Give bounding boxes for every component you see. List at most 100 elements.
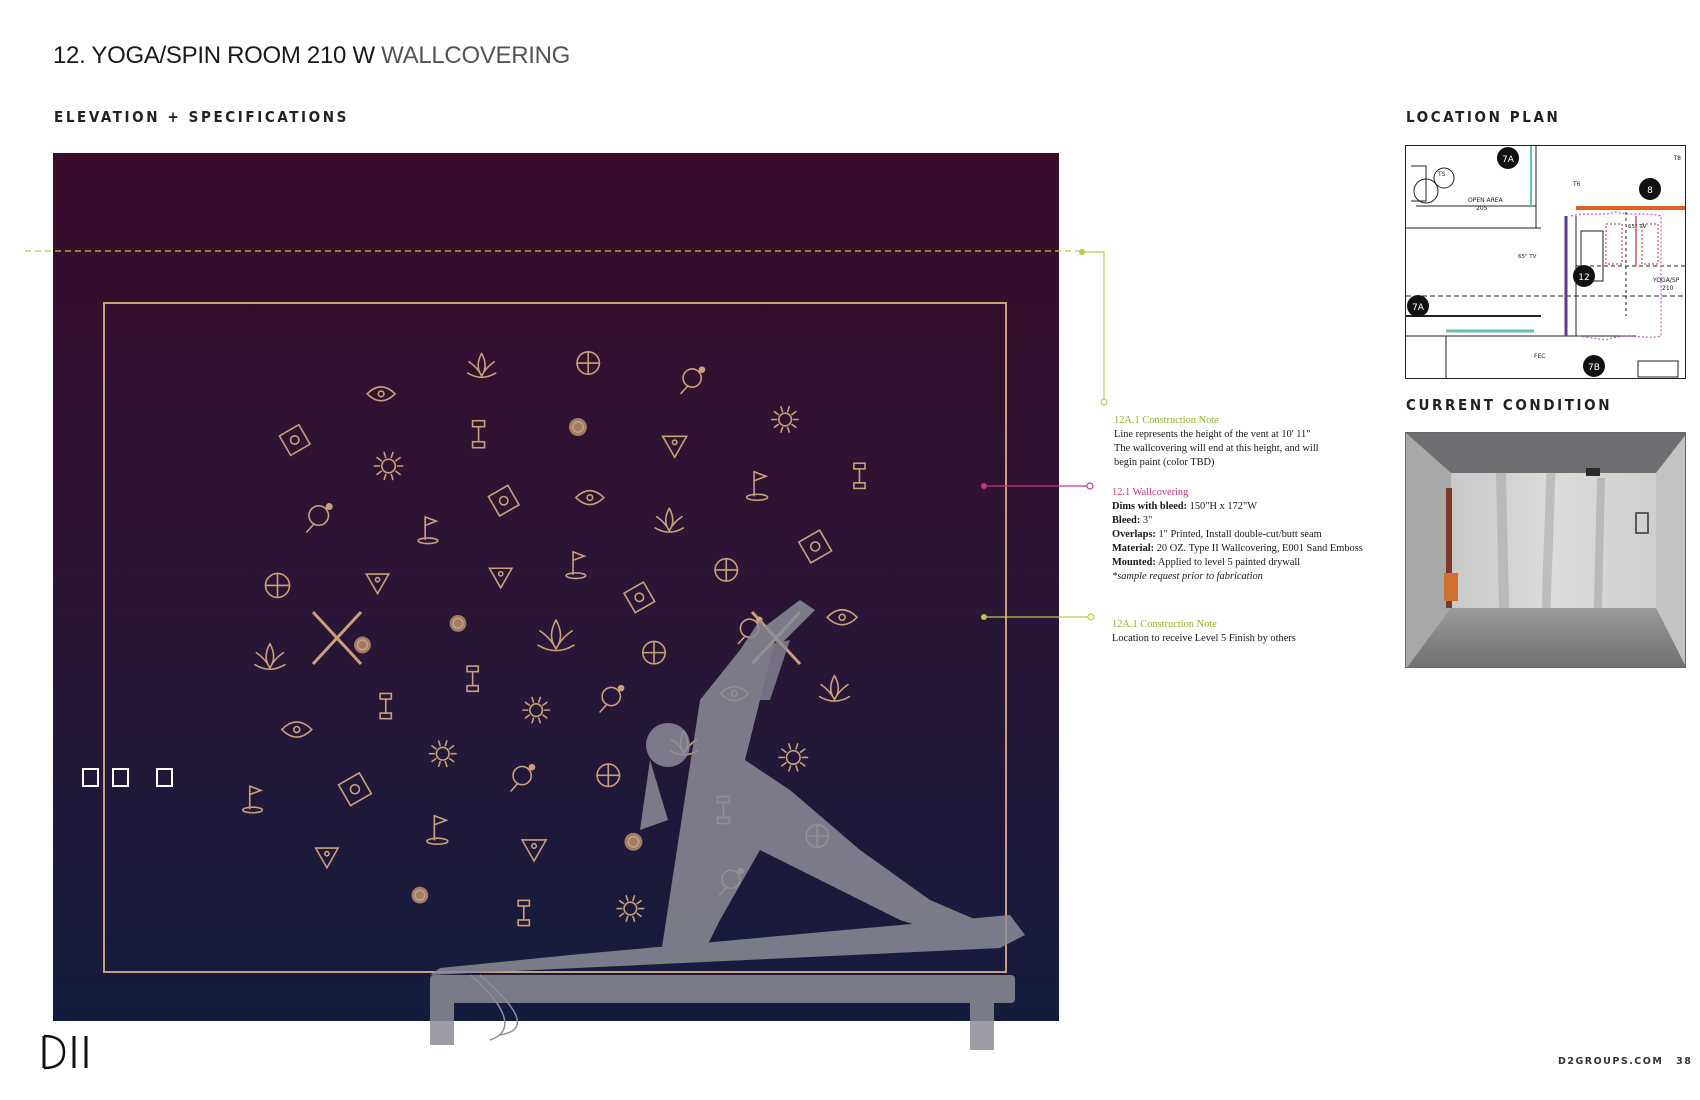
ball-icon <box>264 572 291 599</box>
spec-row: Bleed: 3" <box>1112 514 1363 528</box>
plan-room-outline <box>1570 211 1662 341</box>
coin-icon <box>624 832 643 851</box>
paddle-icon <box>718 867 745 896</box>
room-label: 7A <box>1502 155 1515 165</box>
coin-icon <box>354 636 371 654</box>
floor-plan-drawing: 7A 8 7A 7B 12 OPEN AREA 205 YOGA/SP 210 … <box>1406 146 1685 378</box>
room-marker-7b <box>1583 355 1605 377</box>
plan-label-fec: FEC <box>1534 353 1545 360</box>
sun-icon <box>778 743 809 772</box>
page-title-sub: WALLCOVERING <box>381 42 571 69</box>
sun-icon <box>522 696 551 724</box>
page-number: 38 <box>1676 1056 1693 1067</box>
plan-label-open-area-num: 205 <box>1476 205 1488 212</box>
note-line: The wallcovering will end at this height… <box>1114 443 1319 454</box>
note-line: Line represents the height of the vent a… <box>1114 429 1311 440</box>
ball-icon <box>714 557 739 582</box>
sun-icon <box>616 895 645 922</box>
elevation-heading: ELEVATION + SPECIFICATIONS <box>54 108 349 126</box>
paddle-icon <box>510 763 536 792</box>
page-title: 12. YOGA/SPIN ROOM 210 W WALLCOVERING <box>53 42 570 70</box>
dumbbell-icon <box>379 692 393 720</box>
current-condition-heading: CURRENT CONDITION <box>1406 396 1613 414</box>
spec-value: 1" Printed, Install double-cut/butt seam <box>1155 529 1322 540</box>
lotus-icon <box>254 642 286 671</box>
d2-logo: D2 <box>42 1034 88 1070</box>
note-title: 12.1 Wallcovering <box>1112 487 1189 498</box>
crossed-bats-icon <box>311 610 363 666</box>
note-line: begin paint (color TBD) <box>1114 457 1215 468</box>
spec-value: 20 OZ. Type II Wallcovering, E001 Sand E… <box>1154 543 1363 554</box>
paddle-icon <box>680 366 706 395</box>
note-title: 12A.1 Construction Note <box>1114 415 1219 426</box>
coin-icon <box>411 886 429 904</box>
note-line: Location to receive Level 5 Finish by ot… <box>1112 633 1296 644</box>
leaf-icon <box>719 685 750 702</box>
room-label: 12 <box>1578 273 1589 283</box>
spec-key: Mounted: <box>1112 557 1156 568</box>
dumbbell-icon <box>466 665 480 693</box>
page-title-main: 12. YOGA/SPIN ROOM 210 W <box>53 42 375 69</box>
triangle-icon <box>488 567 514 590</box>
field-icon <box>487 484 521 518</box>
spec-value: 3" <box>1140 515 1153 526</box>
plan-label-open-area: OPEN AREA <box>1468 197 1504 204</box>
crossed-bats-icon <box>750 610 802 666</box>
dumbbell-icon <box>853 462 866 490</box>
location-plan-heading: LOCATION PLAN <box>1406 108 1561 126</box>
room-marker-7a <box>1497 147 1519 169</box>
room-marker-7a-left <box>1407 295 1429 317</box>
construction-note-vent: 12A.1 Construction Note Line represents … <box>1114 414 1319 470</box>
spec-row: Material: 20 OZ. Type II Wallcovering, E… <box>1112 542 1363 556</box>
lotus-icon <box>537 619 575 652</box>
wallcovering-spec-note: 12.1 Wallcovering Dims with bleed: 150"H… <box>1112 486 1363 584</box>
room-label: 7B <box>1588 363 1600 373</box>
field-icon <box>797 529 833 564</box>
outlet-icon <box>82 768 99 787</box>
spec-value: 150"H x 172"W <box>1187 501 1258 512</box>
construction-note-finish: 12A.1 Construction Note Location to rece… <box>1112 618 1296 646</box>
plan-label-ts: TS <box>1437 171 1446 178</box>
triangle-icon <box>661 435 689 459</box>
lotus-icon <box>818 674 851 702</box>
coin-icon <box>449 614 467 632</box>
logo-text: D2 <box>42 1034 44 1035</box>
lotus-icon <box>669 730 699 756</box>
lotus-icon <box>654 507 685 533</box>
spec-footnote: *sample request prior to fabrication <box>1112 571 1263 582</box>
dumbbell-icon <box>471 419 486 449</box>
plan-label-yoga-num: 210 <box>1662 285 1674 292</box>
plan-label-t6: T6 <box>1572 181 1581 188</box>
ball-icon <box>596 763 621 788</box>
sun-icon <box>428 740 457 768</box>
spec-value: Applied to level 5 painted drywall <box>1155 557 1301 568</box>
plan-label-yoga: YOGA/SP <box>1652 277 1680 284</box>
plan-label-t8: T8 <box>1673 155 1682 162</box>
ball-icon <box>642 640 667 665</box>
paddle-icon <box>599 684 625 713</box>
sun-icon <box>770 406 800 433</box>
spec-row: Overlaps: 1" Printed, Install double-cut… <box>1112 528 1363 542</box>
dumbbell-icon <box>517 899 531 927</box>
spec-row: Dims with bleed: 150"H x 172"W <box>1112 500 1363 514</box>
ball-icon <box>805 823 830 848</box>
footer: D2GROUPS.COM 38 <box>1558 1056 1692 1067</box>
location-plan: 7A 8 7A 7B 12 OPEN AREA 205 YOGA/SP 210 … <box>1405 145 1686 379</box>
leaf-icon <box>365 386 397 402</box>
note-title: 12A.1 Construction Note <box>1112 619 1217 630</box>
field-icon <box>278 423 312 457</box>
leaf-icon <box>825 608 859 626</box>
spec-key: Dims with bleed: <box>1112 501 1188 512</box>
room-marker-12 <box>1573 265 1595 287</box>
flag-icon <box>417 516 439 545</box>
flag-icon <box>745 470 769 502</box>
field-icon <box>622 580 656 614</box>
sun-icon <box>373 451 404 481</box>
field-icon <box>337 771 373 807</box>
plan-label-tv: 65" TV <box>1518 254 1537 260</box>
footer-url: D2GROUPS.COM <box>1558 1056 1664 1067</box>
spec-key: Bleed: <box>1112 515 1141 526</box>
triangle-icon <box>364 573 391 596</box>
triangle-icon <box>520 839 548 863</box>
outlet-icon <box>112 768 129 787</box>
